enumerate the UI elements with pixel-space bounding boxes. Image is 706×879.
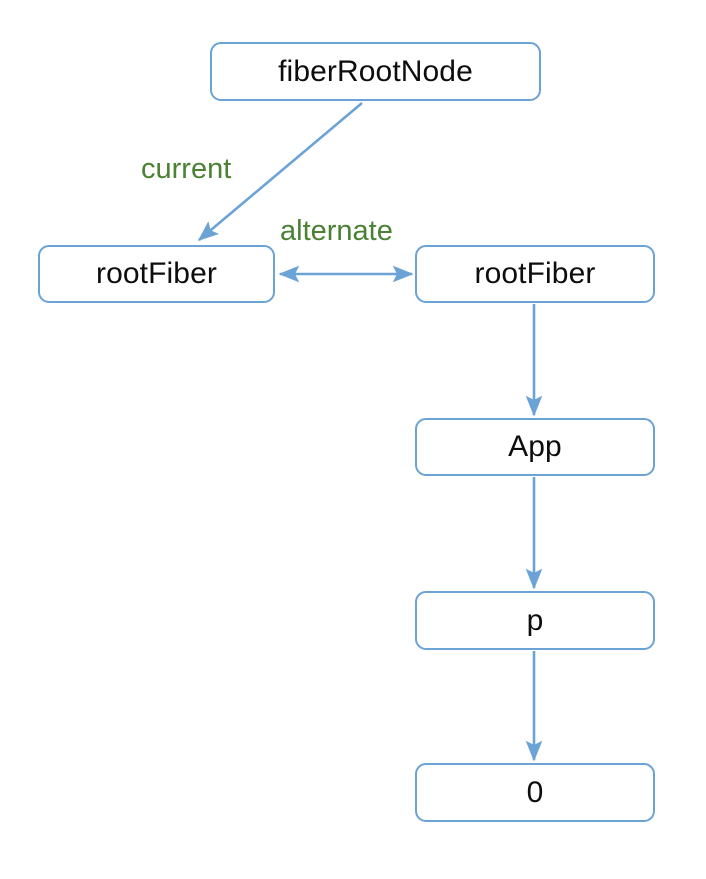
- edge-label-current: current: [141, 153, 232, 185]
- node-label-root-fiber-current: rootFiber: [96, 257, 217, 290]
- node-root-fiber-workinprogress[interactable]: rootFiber: [415, 245, 655, 303]
- node-fiber-root-node[interactable]: fiberRootNode: [210, 42, 541, 101]
- node-label-fiber-root-node: fiberRootNode: [278, 54, 473, 88]
- node-zero[interactable]: 0: [415, 763, 655, 822]
- node-label-app: App: [508, 430, 562, 463]
- edge-label-alternate: alternate: [280, 215, 393, 247]
- node-root-fiber-current[interactable]: rootFiber: [38, 245, 275, 303]
- node-p[interactable]: p: [415, 591, 655, 650]
- node-label-zero: 0: [526, 775, 544, 809]
- node-label-root-fiber-workinprogress: rootFiber: [474, 257, 596, 290]
- node-app[interactable]: App: [415, 418, 655, 476]
- node-label-p: p: [526, 603, 544, 637]
- edge-current: [197, 102, 363, 242]
